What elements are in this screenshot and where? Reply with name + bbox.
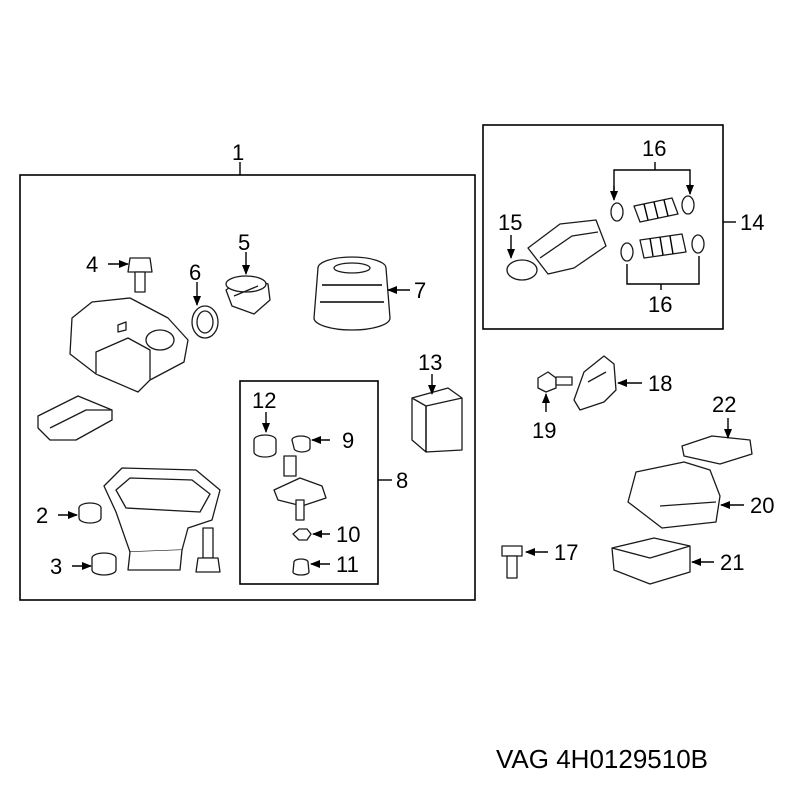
mounting-bracket <box>37 395 113 441</box>
seal-ring-6 <box>191 305 219 339</box>
callout-14: 14 <box>740 210 764 235</box>
callout-16-bottom: 16 <box>648 292 672 317</box>
bushing-12 <box>253 434 277 458</box>
callout-22: 22 <box>712 392 736 417</box>
callout-1: 1 <box>232 140 244 165</box>
callout-5: 5 <box>238 230 250 255</box>
nut-10 <box>292 528 312 541</box>
callout-20: 20 <box>750 493 774 518</box>
grommet-upper <box>78 502 102 524</box>
air-box-upper-cover <box>69 297 189 393</box>
bracket-18 <box>573 355 617 411</box>
filter-element-7 <box>313 256 391 331</box>
pad-13 <box>411 387 463 453</box>
hose-clamp-16b <box>620 234 705 262</box>
hose-clamp-16a <box>610 195 695 222</box>
callout-16-top: 16 <box>642 136 666 161</box>
cap-11 <box>292 558 310 576</box>
callout-10: 10 <box>336 522 360 547</box>
leader-16-top <box>613 169 691 196</box>
cover-22 <box>681 435 753 465</box>
callout-17: 17 <box>554 540 578 565</box>
leader-16-bottom <box>626 256 700 285</box>
assembly-frame-sub <box>239 380 379 585</box>
callout-3: 3 <box>50 554 62 579</box>
assembly-frame-duct <box>482 124 724 330</box>
callout-18: 18 <box>648 371 672 396</box>
tray-21 <box>611 537 691 585</box>
callout-21: 21 <box>720 550 744 575</box>
callout-13: 13 <box>418 350 442 375</box>
callout-4: 4 <box>86 252 98 277</box>
intake-duct-15 <box>506 219 607 281</box>
callout-19: 19 <box>532 418 556 443</box>
duct-20 <box>627 461 721 529</box>
callout-11: 11 <box>336 552 359 577</box>
callout-9: 9 <box>342 428 354 453</box>
part-number-caption: VAG 4H0129510B <box>496 744 708 774</box>
assembly-frame-main <box>19 174 476 601</box>
callout-15: 15 <box>498 210 522 235</box>
sensor-bracket <box>273 455 327 521</box>
air-box-lower-housing <box>103 467 221 571</box>
callout-2: 2 <box>36 503 48 528</box>
bolt-19 <box>537 371 573 393</box>
bellows-hose-upper <box>633 197 679 223</box>
bolt-4 <box>127 257 153 293</box>
bolt-17 <box>501 545 523 579</box>
callout-8: 8 <box>396 468 408 493</box>
long-bolt <box>195 527 221 573</box>
callout-12: 12 <box>252 388 276 413</box>
grommet-9 <box>291 435 311 453</box>
callout-6: 6 <box>189 260 201 285</box>
bellows-hose-lower <box>639 233 687 259</box>
grommet-lower <box>91 552 117 576</box>
callout-7: 7 <box>414 278 426 303</box>
coupling-5 <box>225 275 271 315</box>
